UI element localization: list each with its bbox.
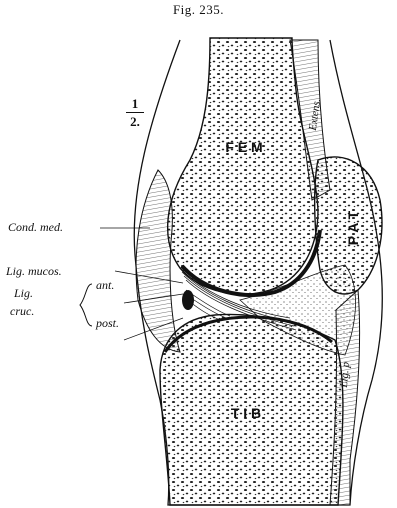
patella-label: P A T [345,210,361,245]
scale-denominator: 2. [130,114,140,129]
cond-med-label: Cond. med. [8,220,63,235]
ant-label: ant. [96,278,114,293]
cruciate-insertion [182,290,194,310]
tibia-label: T I B [231,405,261,421]
scale-fraction: 1 2. [126,96,144,129]
femur-label: F E M [225,139,262,155]
post-label: post. [96,316,119,331]
patellar-ligament-label: Lig. p [338,361,352,389]
fraction-bar [126,112,144,113]
cruc-label: cruc. [10,304,34,319]
lig-label: Lig. [14,286,33,301]
lig-mucos-label: Lig. mucos. [6,264,62,279]
label-brace [80,284,92,326]
scale-numerator: 1 [132,96,139,111]
figure-caption: Fig. 235. [0,2,397,18]
